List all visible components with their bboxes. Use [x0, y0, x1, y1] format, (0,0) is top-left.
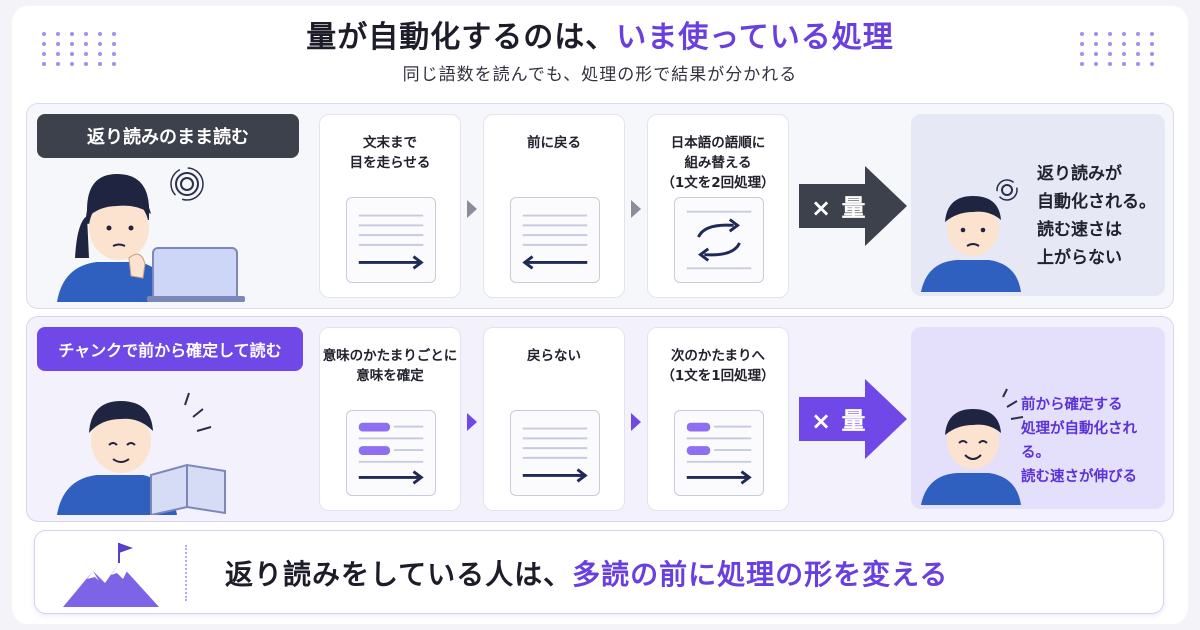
text-lines-forward-icon	[346, 197, 436, 283]
step-text: 意味のかたまりごとに 意味を確定	[322, 348, 458, 384]
mountain-flag-icon	[63, 543, 159, 607]
step-card: 文末まで 目を走らせる	[319, 114, 461, 298]
result-text: 返り読みが 自動化される。 読む速さは 上がらない	[1037, 164, 1156, 268]
page-title: 量が自動化するのは、いま使っている処理	[0, 12, 1200, 56]
row-label-reread: 返り読みのまま読む	[37, 114, 299, 158]
arrow-label: × 量	[811, 407, 867, 435]
step-text: 前に戻る	[527, 135, 581, 151]
chunk-blocks-next-icon	[674, 410, 764, 496]
big-arrow-right-icon	[799, 166, 907, 246]
page-subtitle: 同じ語数を読んでも、処理の形で結果が分かれる	[402, 65, 798, 85]
step-text: 次のかたまりへ （1文を1回処理）	[661, 348, 775, 384]
step-text: 日本語の語順に 組み替える （1文を2回処理）	[661, 135, 775, 191]
step-card: 戻らない	[483, 327, 625, 511]
divider	[185, 545, 187, 601]
conclusion-message: 返り読みをしている人は、多読の前に処理の形を変える	[225, 553, 948, 593]
step-text: 戻らない	[527, 348, 581, 364]
chunk-blocks-icon	[346, 410, 436, 496]
chevron-right-icon	[467, 413, 477, 431]
result-panel: 前から確定する 処理が自動化される。 読む速さが伸びる	[911, 327, 1165, 509]
step-card: 前に戻る	[483, 114, 625, 298]
chevron-right-icon	[631, 413, 641, 431]
step-text: 文末まで 目を走らせる	[349, 135, 431, 171]
conclusion-accent: 多読の前に処理の形を変える	[572, 558, 949, 591]
row-label-chunk: チャンクで前から確定して読む	[37, 327, 303, 371]
chevron-right-icon	[631, 200, 641, 218]
conclusion-banner: 返り読みをしている人は、多読の前に処理の形を変える	[34, 530, 1164, 614]
arrow-label: × 量	[811, 194, 867, 222]
decorative-dots-left	[42, 32, 120, 66]
multiply-volume-arrow: × 量	[799, 166, 907, 246]
step-card: 日本語の語順に 組み替える （1文を2回処理）	[647, 114, 789, 298]
thinking-person-laptop-icon	[57, 167, 245, 302]
row-chunk: チャンクで前から確定して読む 意味のかたまりごとに 意味を確定 戻らない	[26, 316, 1174, 522]
conclusion-main: 返り読みをしている人は、	[225, 558, 573, 591]
title-main: 量が自動化するのは、	[306, 20, 617, 55]
decorative-dots-right	[1080, 32, 1158, 66]
text-lines-forward-icon	[510, 410, 600, 496]
result-text: 前から確定する 処理が自動化される。 読む速さが伸びる	[1021, 397, 1137, 485]
row-reread: 返り読みのまま読む 文末まで 目を走らせる 前に戻る	[26, 103, 1174, 309]
step-card: 次のかたまりへ （1文を1回処理）	[647, 327, 789, 511]
chevron-right-icon	[467, 200, 477, 218]
step-card: 意味のかたまりごとに 意味を確定	[319, 327, 461, 511]
swap-arrows-icon	[674, 197, 764, 283]
big-arrow-right-icon	[799, 379, 907, 459]
smiling-face-icon	[921, 388, 1024, 505]
result-panel: 返り読みが 自動化される。 読む速さは 上がらない	[911, 114, 1165, 296]
reading-person-book-icon	[57, 392, 226, 515]
title-accent: いま使っている処理	[616, 20, 894, 55]
text-lines-back-icon	[510, 197, 600, 283]
multiply-volume-arrow: × 量	[799, 379, 907, 459]
worried-face-icon	[921, 179, 1021, 292]
